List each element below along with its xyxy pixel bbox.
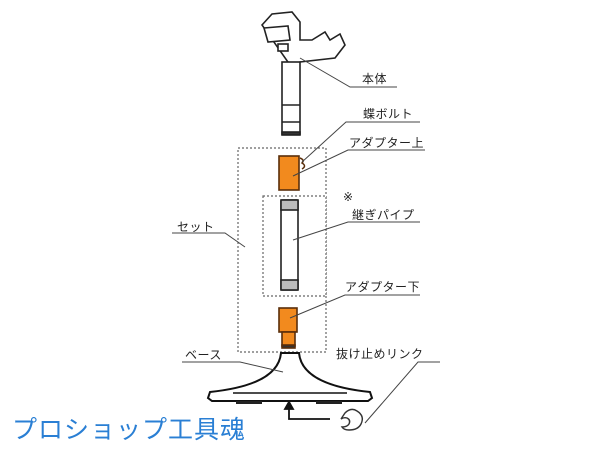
label-adapter-lower: アダプター下 <box>345 280 421 294</box>
retaining-ring-part <box>340 408 364 431</box>
label-retaining-ring: 抜け止めリンク <box>336 347 424 361</box>
insert-arrow <box>283 400 330 420</box>
body-part <box>260 11 346 136</box>
label-base: ベース <box>185 348 222 362</box>
adapter-upper-part <box>278 155 306 191</box>
label-joint-pipe: 継ぎパイプ <box>352 208 415 222</box>
label-set: セット <box>177 220 215 234</box>
note-mark: ※ <box>343 190 354 204</box>
label-adapter-upper: アダプター上 <box>349 136 425 150</box>
joint-pipe-part <box>280 199 299 291</box>
leader-lines <box>172 57 440 424</box>
adapter-lower-part <box>278 307 298 349</box>
label-wing-bolt: 蝶ボルト <box>363 107 414 121</box>
label-body: 本体 <box>362 72 388 86</box>
shop-watermark: プロショップ工具魂 <box>12 415 247 444</box>
base-part <box>206 352 374 404</box>
